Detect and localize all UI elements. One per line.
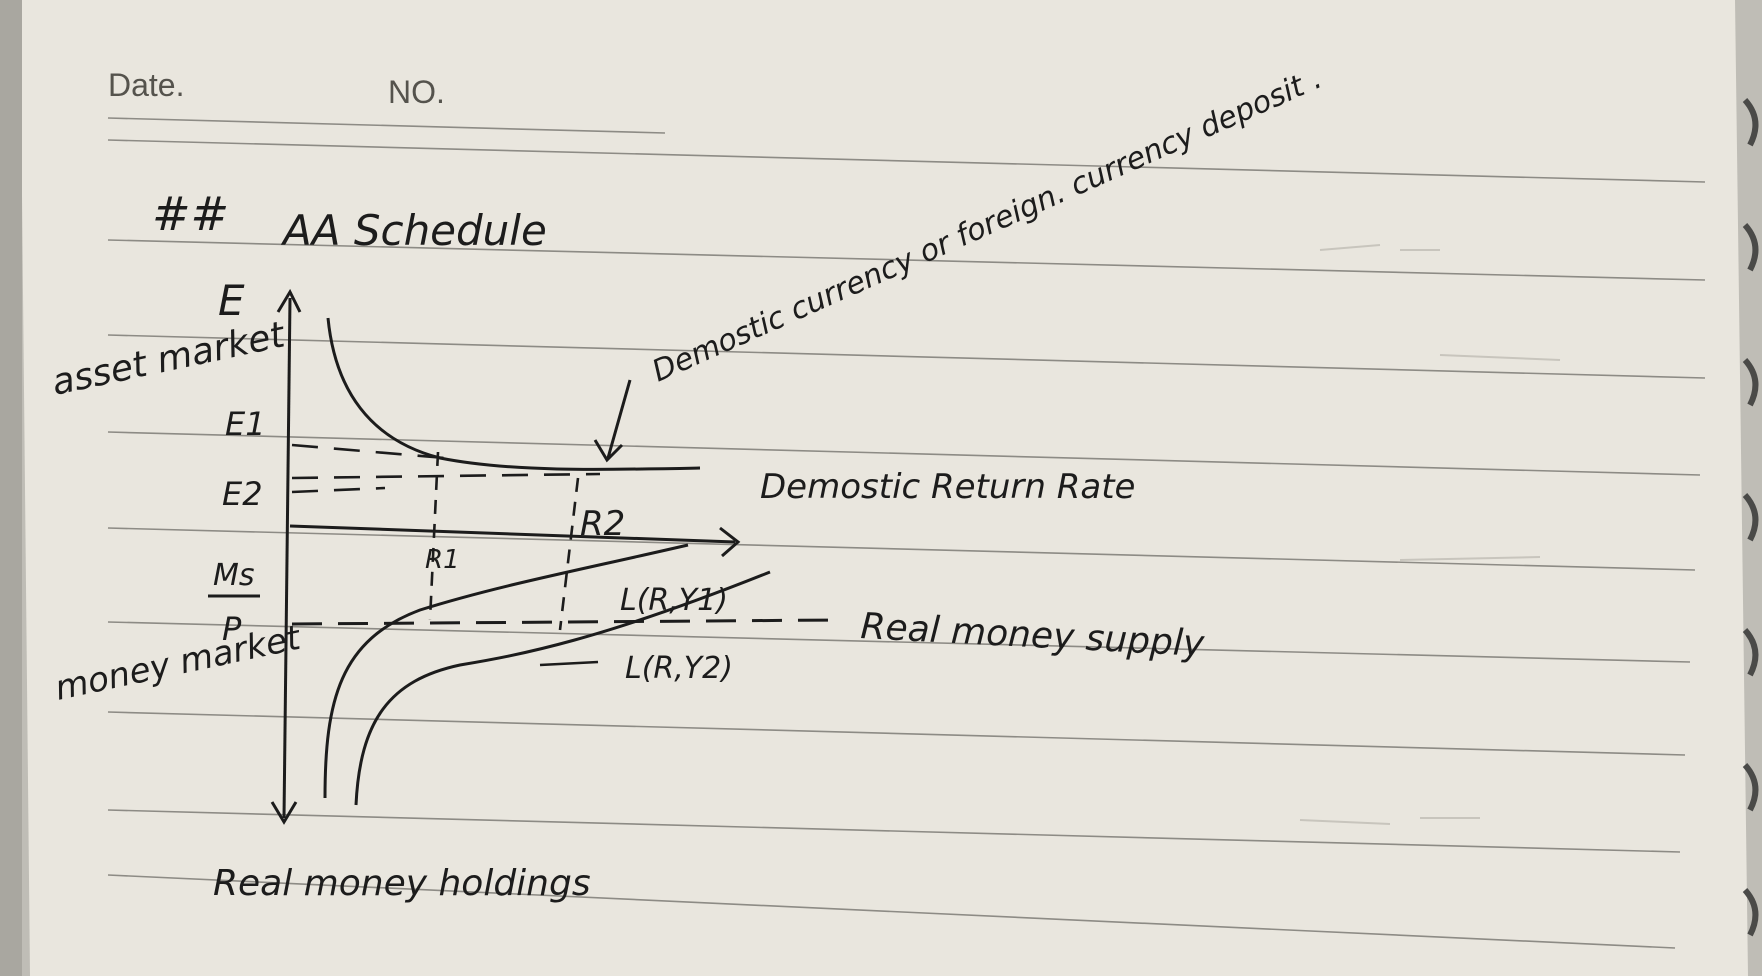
return-arrow <box>289 524 741 558</box>
ms-label-den: P <box>222 610 242 648</box>
return-label: Demostic Return Rate <box>760 467 1135 507</box>
y-tick-e2: E2 <box>222 475 263 513</box>
vertical-axis <box>270 288 302 825</box>
bleed-through <box>1299 244 1561 825</box>
no-label: NO. <box>388 74 445 110</box>
return-label-text: Demostic Return Rate <box>760 467 1135 507</box>
y-tick-e1: E1 <box>225 405 266 443</box>
paper-shadow-left <box>0 0 22 976</box>
point-r1: R1 <box>425 545 460 575</box>
heading-title: AA Schedule <box>280 206 547 255</box>
demand-curve-label-y1: L(R,Y1) <box>620 583 728 618</box>
y-axis-label: E <box>218 276 245 325</box>
demand-label-leader <box>539 660 599 667</box>
money-demand-curve-y1 <box>323 543 689 799</box>
money-demand-curve-y2 <box>354 570 771 806</box>
x-axis-label: Real money holdings <box>213 863 591 904</box>
vertical-dashed-lines <box>428 451 580 631</box>
annotation-arrow <box>593 379 632 463</box>
point-r2: R2 <box>580 504 625 544</box>
spiral-binding <box>1742 97 1759 937</box>
ruled-lines <box>107 117 1706 949</box>
date-label: Date. <box>108 67 184 103</box>
heading-marker: ## <box>152 187 229 241</box>
paper-sheet <box>20 0 1748 976</box>
ms-label-num: Ms <box>213 558 255 593</box>
upper-dashed-lines <box>291 443 601 494</box>
demand-curve-label-y2: L(R,Y2) <box>625 651 733 686</box>
